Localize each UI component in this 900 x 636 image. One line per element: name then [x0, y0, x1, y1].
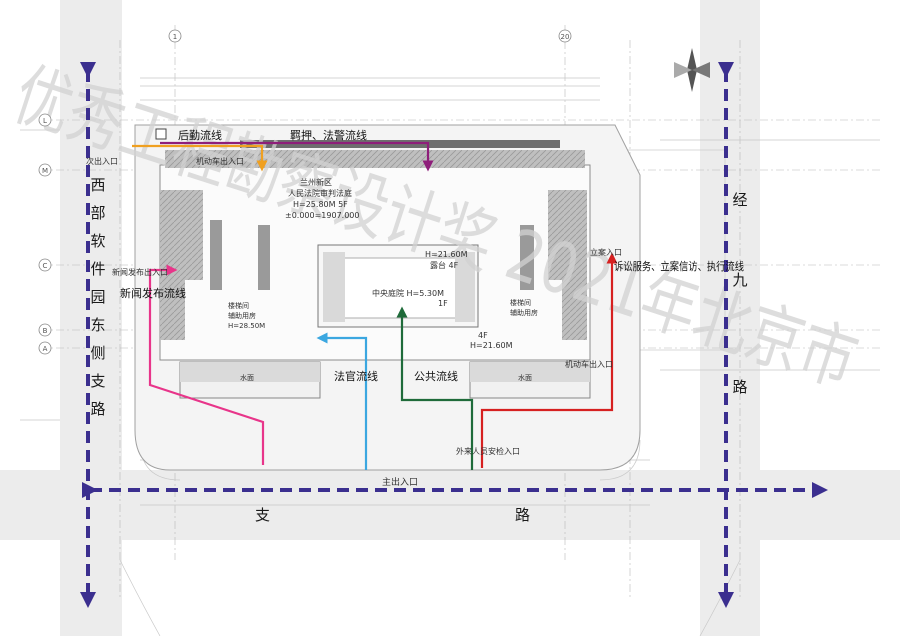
axis-bubble-labels: M L C B A 1 20 — [42, 33, 569, 353]
svg-text:园: 园 — [90, 288, 105, 306]
east-vehicle-entrance-label: 机动车出入口 — [565, 359, 613, 369]
axis-label-l: L — [43, 117, 47, 125]
logistics-flow-line — [132, 144, 268, 172]
litigation-flow-label: 诉讼服务、立案信访、执行流线 — [614, 259, 744, 273]
building-name-line3: H=25.80M 5F — [293, 200, 348, 209]
judge-flow-label: 法官流线 — [334, 369, 378, 383]
svg-text:东: 东 — [90, 316, 105, 334]
west-road-label: 西 部 软 件 园 东 侧 支 路 — [90, 176, 105, 418]
main-entrance-label: 主出入口 — [382, 476, 418, 488]
svg-text:西: 西 — [90, 176, 105, 194]
east-road-label: 经 九 路 — [732, 191, 747, 396]
svg-text:支: 支 — [90, 372, 105, 390]
judge-flow-line — [316, 332, 368, 470]
flow-lines — [132, 141, 618, 470]
building-name-line2: 人民法院审判法庭 — [288, 188, 352, 198]
svg-text:九: 九 — [732, 271, 747, 289]
svg-text:路: 路 — [515, 506, 530, 524]
east-wing-height-label: H=21.60M — [470, 341, 513, 350]
svg-text:件: 件 — [90, 260, 105, 278]
secondary-entrance-label: 次出入口 — [86, 156, 118, 166]
svg-text:路: 路 — [732, 378, 747, 396]
axis-label-c: C — [43, 262, 48, 270]
water-label-west: 水面 — [240, 373, 254, 382]
logistics-legend-box — [155, 128, 167, 140]
svg-text:路: 路 — [90, 400, 105, 418]
entrance-labels: 主出入口 次出入口 机动车出入口 机动车出入口 外来人员安检入口 新闻发布出入口… — [86, 156, 622, 488]
water-label-east: 水面 — [518, 373, 532, 382]
svg-text:部: 部 — [90, 204, 105, 222]
terrace-label: 露台 4F — [430, 260, 459, 270]
litigation-flow-line — [480, 252, 618, 468]
stair-sub-west: 辅助用房 — [228, 311, 256, 320]
public-flow-label: 公共流线 — [414, 369, 458, 383]
courtyard-label: 中央庭院 H=5.30M — [372, 288, 444, 298]
svg-text:侧: 侧 — [90, 344, 105, 362]
filing-entrance-label: 立案入口 — [590, 247, 622, 257]
axis-label-1: 1 — [173, 33, 177, 41]
press-entrance-label: 新闻发布出入口 — [112, 267, 168, 277]
stair-height-west: H=28.50M — [228, 322, 265, 330]
north-arrow-icon — [674, 48, 710, 92]
svg-text:经: 经 — [732, 191, 747, 209]
press-flow-label: 新闻发布流线 — [120, 286, 186, 300]
detention-flow-label: 羁押、法警流线 — [290, 128, 367, 142]
axis-label-20: 20 — [561, 33, 570, 41]
building — [159, 140, 591, 399]
security-entrance-label: 外来人员安检入口 — [456, 446, 520, 456]
svg-text:支: 支 — [255, 506, 270, 524]
svg-text:软: 软 — [90, 232, 105, 250]
axis-label-m: M — [42, 167, 48, 175]
press-flow-line — [148, 264, 265, 465]
tower-height-label: H=21.60M — [425, 250, 468, 259]
stair-label-east: 楼梯间 — [510, 298, 531, 307]
stair-sub-east: 辅助用房 — [510, 308, 538, 317]
building-name-line4: ±0.000=1907.000 — [285, 211, 359, 220]
public-flow-line — [396, 306, 474, 470]
south-road-label: 支 路 — [255, 506, 530, 524]
building-labels: 兰州新区 人民法院审判法庭 H=25.80M 5F ±0.000=1907.00… — [228, 177, 538, 382]
stair-label-west: 楼梯间 — [228, 301, 249, 310]
east-wing-floor-label: 4F — [478, 331, 488, 340]
axis-bubbles — [38, 29, 572, 355]
north-vehicle-entrance-label: 机动车出入口 — [196, 156, 244, 166]
road-arrows — [80, 62, 828, 608]
flow-labels: 后勤流线 羁押、法警流线 新闻发布流线 法官流线 公共流线 诉讼服务、立案信访、… — [120, 128, 744, 383]
courtyard-floor-label: 1F — [438, 299, 448, 308]
axis-label-a: A — [43, 345, 48, 353]
axis-label-b: B — [43, 327, 48, 335]
logistics-flow-label: 后勤流线 — [178, 128, 222, 142]
detention-flow-line — [160, 141, 434, 172]
building-name-line1: 兰州新区 — [300, 177, 332, 187]
